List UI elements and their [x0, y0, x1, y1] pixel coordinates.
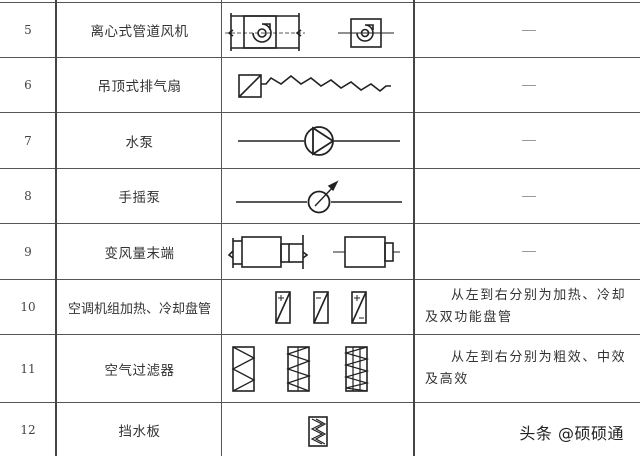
note-cell	[415, 58, 640, 112]
table-row: 6 吊顶式排气扇	[0, 57, 640, 112]
row-number: 9	[24, 244, 32, 259]
table-row: 11 空气过滤器	[0, 334, 640, 402]
symbol-cell	[223, 335, 414, 402]
water-eliminator-icon	[308, 415, 328, 447]
none-dash	[521, 29, 536, 31]
ceiling-exhaust-fan-icon	[238, 73, 391, 98]
equipment-name: 空气过滤器	[104, 362, 175, 379]
vav-terminal-icon	[227, 234, 400, 269]
note-cell	[415, 224, 640, 279]
centrifugal-duct-fan-icon	[225, 12, 394, 51]
note-cell	[415, 113, 640, 168]
table-row: 5 离心式管道风机	[0, 2, 640, 57]
equipment-name: 吊顶式排气扇	[97, 79, 182, 95]
table-row: 7 水泵	[0, 112, 640, 168]
symbol-cell	[223, 403, 414, 456]
watermark: 头条 @硕硕通	[519, 424, 624, 443]
column-divider	[413, 0, 415, 456]
air-filter-icon	[231, 345, 370, 392]
table-row: 10 空调机组加热、冷却盘管	[0, 279, 640, 334]
hand-pump-icon	[236, 179, 402, 213]
heating-cooling-coil-icon	[275, 290, 367, 324]
row-number: 7	[24, 133, 32, 148]
none-dash	[521, 84, 536, 86]
note-cell: 从左到右分别为粗效、中效及高效	[415, 335, 640, 402]
table-row: 9 变风量末端	[0, 223, 640, 279]
note-cell	[415, 3, 640, 57]
note-text: 从左到右分别为加热、冷却及双功能盘管	[425, 288, 627, 325]
column-divider	[55, 0, 57, 456]
equipment-name: 变风量末端	[104, 245, 175, 262]
symbol-cell	[223, 113, 414, 168]
row-number: 11	[20, 361, 36, 376]
row-number: 10	[20, 300, 36, 314]
row-number: 6	[24, 78, 32, 92]
none-dash	[521, 140, 536, 141]
note-text: 从左到右分别为粗效、中效及高效	[425, 349, 627, 387]
symbol-cell	[223, 3, 414, 57]
water-pump-icon	[238, 125, 400, 156]
symbol-cell	[223, 280, 414, 334]
note-cell: 从左到右分别为加热、冷却及双功能盘管	[415, 280, 640, 334]
equipment-name: 离心式管道风机	[90, 24, 189, 40]
none-dash	[521, 195, 536, 197]
row-number: 5	[24, 23, 32, 37]
column-divider	[221, 0, 222, 456]
equipment-name: 水泵	[125, 134, 154, 151]
note-cell	[415, 169, 640, 223]
symbol-cell	[223, 58, 414, 112]
symbol-cell	[223, 224, 414, 279]
row-number: 12	[20, 422, 36, 437]
symbol-cell	[223, 169, 414, 223]
equipment-name: 空调机组加热、冷却盘管	[67, 301, 211, 317]
equipment-name: 手摇泵	[118, 190, 161, 206]
table-row: 8 手摇泵	[0, 168, 640, 223]
table-row: 12 挡水板	[0, 402, 640, 456]
row-number: 8	[24, 189, 32, 203]
none-dash	[521, 251, 536, 252]
equipment-name: 挡水板	[118, 423, 161, 440]
